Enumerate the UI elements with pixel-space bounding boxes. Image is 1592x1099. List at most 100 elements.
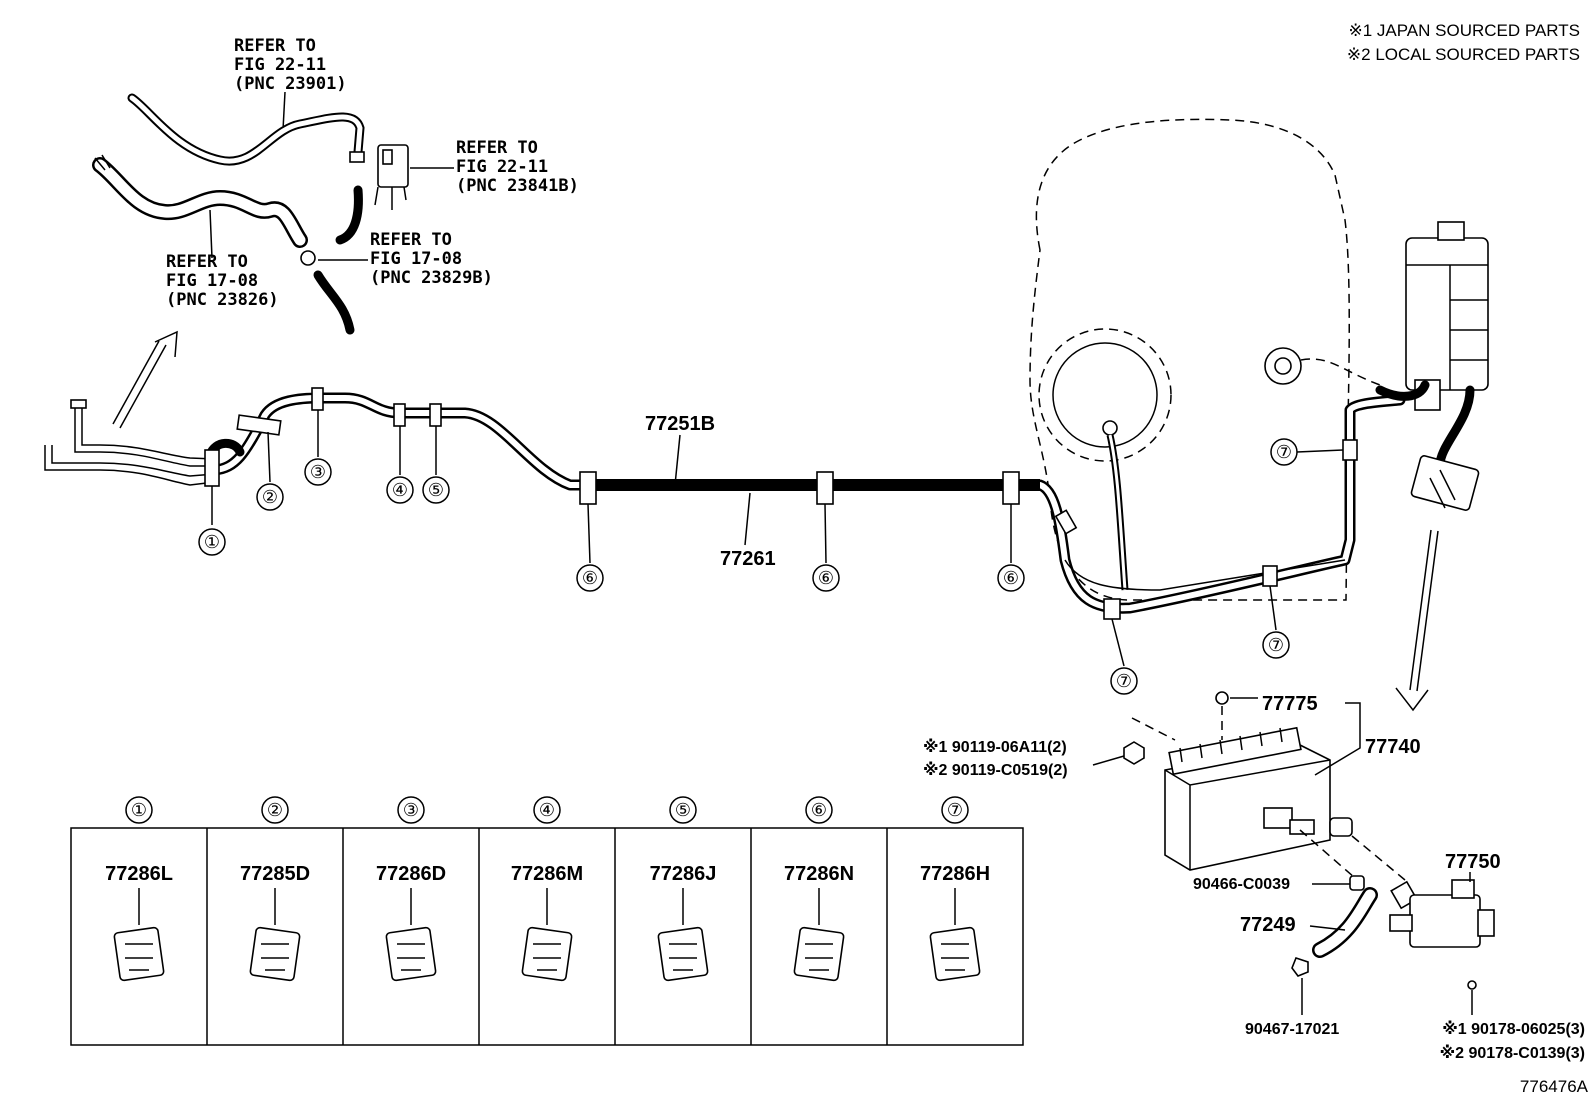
clamp-header-number: ⑦ [947,800,963,820]
clamp-header-number: ④ [539,800,555,820]
reference-pnc-23829b: REFER TO FIG 17-08 (PNC 23829B) [318,230,493,288]
clamp-part-number: 77286D [376,863,446,885]
ref-line2: FIG 17-08 [370,249,462,269]
clamp-4 [393,403,406,427]
screw-icon [1467,980,1477,990]
reference-pnc-23841b: REFER TO FIG 22-11 (PNC 23841B) [410,138,579,196]
clamp-icon [929,926,981,982]
part-screw-local: ※2 90178-C0139(3) [1440,1044,1585,1062]
callout-6b: ⑥ [818,568,834,588]
callout-7a: ⑦ [1116,671,1132,691]
callout-6a: ⑥ [582,568,598,588]
callout-4: ④ [392,480,408,500]
clamp-cell-3: ③ 77286D [376,796,446,982]
part-77249: 77249 [1240,914,1296,936]
part-bolt-local: ※2 90119-C0519(2) [923,761,1068,779]
clamp-part-number: 77285D [240,863,310,885]
callout-3: ③ [310,462,326,482]
ref-line1: REFER TO [456,138,538,158]
vsv-icon [1409,894,1481,948]
clamp-header-circle [805,796,833,824]
canister-installed [1375,221,1489,712]
clamp-table [70,827,1024,1046]
clip-icon [1291,957,1309,977]
part-90466: 90466-C0039 [1193,876,1290,893]
callout-2: ② [262,487,278,507]
clamp-header-circle [261,796,289,824]
clamp-cell-2: ② 77285D [240,796,310,982]
tube-clamps [204,387,1358,620]
clamp-icon [793,926,845,982]
nut-icon [1349,875,1365,891]
part-90467: 90467-17021 [1245,1021,1339,1038]
part-77261: 77261 [720,548,776,570]
clamp-header-circle [125,796,153,824]
ref-line2: FIG 22-11 [456,157,548,177]
clamp-header-number: ② [267,800,283,820]
ref-line1: REFER TO [370,230,452,250]
ref-line3: (PNC 23901) [234,74,347,94]
clamp-7b [1262,565,1278,587]
clamp-header-circle [397,796,425,824]
clamp-header-number: ③ [403,800,419,820]
clamp-6b [816,471,834,505]
clamp-header-circle [669,796,697,824]
clamp-cell-5: ⑤ 77286J [650,796,717,982]
callout-7c: ⑦ [1276,442,1292,462]
part-77251b: 77251B [645,413,715,435]
legend-note-japan: ※1 JAPAN SOURCED PARTS [1348,21,1580,40]
clamp-icon [113,926,165,982]
callout-5: ⑤ [428,480,444,500]
clamp-header-circle [533,796,561,824]
clamp-2 [236,414,282,436]
fuel-tank-outline [1029,118,1350,601]
clamp-icon [657,926,709,982]
callout-7b: ⑦ [1268,635,1284,655]
reference-pnc-23901: REFER TO FIG 22-11 (PNC 23901) [234,36,347,131]
clamp-header-number: ① [131,800,147,820]
clamp-cell-6: ⑥ 77286N [784,796,854,982]
clamp-6c [1002,471,1020,505]
clamp-7a [1103,598,1121,620]
clamp-1 [204,449,220,487]
clamp-part-number: 77286J [650,863,717,885]
ref-line3: (PNC 23829B) [370,268,493,288]
part-77740: 77740 [1365,736,1421,758]
reference-pnc-23826: REFER TO FIG 17-08 (PNC 23826) [166,209,279,310]
clamp-part-number: 77286M [511,863,583,885]
clamp-header-number: ⑤ [675,800,691,820]
callout-numbers: ① ② ③ ④ ⑤ ⑥ ⑥ ⑥ ⑦ ⑦ ⑦ [198,410,1344,695]
ref-line3: (PNC 23841B) [456,176,579,196]
ref-line2: FIG 17-08 [166,271,258,291]
clamp-5 [429,403,442,427]
clamp-table-cells: ① 77286L ② 77285D ③ 77286D ④ 77286M ⑤ 77286J ⑥ 7728… [105,796,990,982]
tube-bundle-left [44,399,216,486]
legend-note-local: ※2 LOCAL SOURCED PARTS [1347,45,1580,64]
part-screw-japan: ※1 90178-06025(3) [1442,1020,1585,1038]
clamp-cell-1: ① 77286L [105,796,173,982]
part-77775: 77775 [1262,693,1318,715]
referenced-hoses [92,93,409,429]
clamp-3 [311,387,324,411]
clamp-icon [249,926,301,982]
canister-exploded [1123,691,1495,990]
part-77750: 77750 [1445,851,1501,873]
main-fuel-tubes [209,392,1406,614]
clamp-7c [1342,439,1358,461]
bolt-icon [1123,741,1145,765]
callout-1: ① [204,532,220,552]
clamp-cell-4: ④ 77286M [511,796,583,982]
illustration-number: 776476A [1520,1077,1589,1096]
ref-line1: REFER TO [166,252,248,272]
gasket-icon [1215,691,1229,705]
clamp-icon [521,926,573,982]
ref-line3: (PNC 23826) [166,290,279,310]
clamp-part-number: 77286L [105,863,173,885]
clamp-icon [385,926,437,982]
ref-line1: REFER TO [234,36,316,56]
clamp-header-number: ⑥ [811,800,827,820]
clamp-part-number: 77286N [784,863,854,885]
ref-line2: FIG 22-11 [234,55,326,75]
